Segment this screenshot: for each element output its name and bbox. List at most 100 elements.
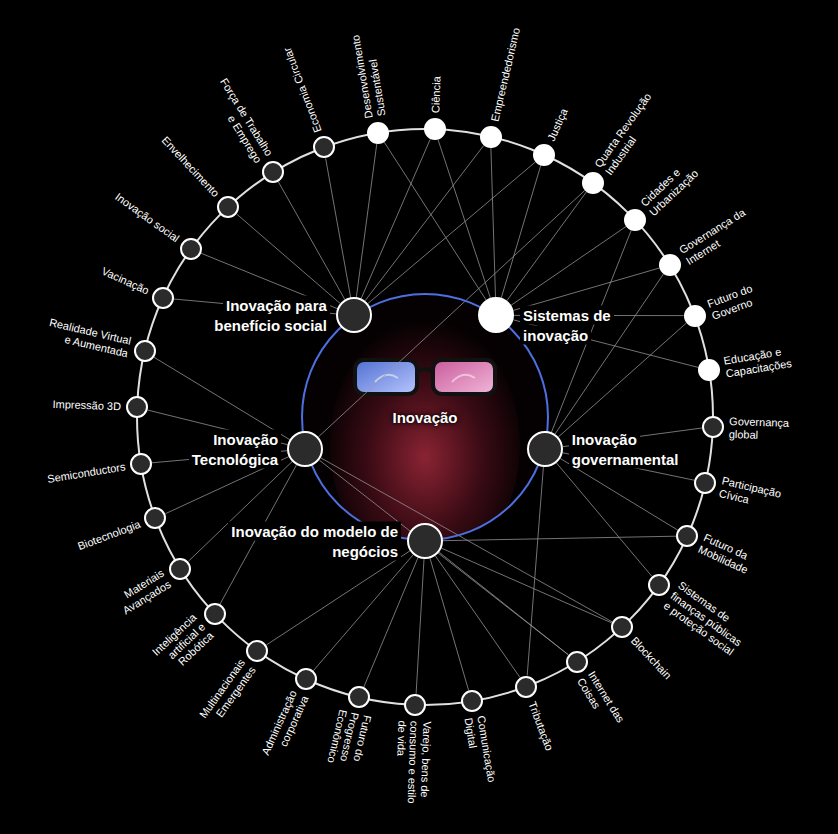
- hub-label-box: Inovação Tecnológica: [156, 430, 281, 469]
- topic-node: Impressão 3D: [126, 396, 148, 418]
- connector-line: [501, 165, 541, 298]
- topic-node: Educação e Capacitações: [698, 359, 720, 381]
- topic-node: Biotecnologia: [144, 507, 166, 529]
- topic-label: Empreendedorismo: [488, 32, 521, 123]
- topic-label: Envelhecimento: [151, 125, 222, 199]
- connector-line: [442, 548, 612, 623]
- connector-line: [435, 556, 520, 678]
- hub-label: Inovação para benefício social: [211, 296, 330, 335]
- connector-line: [266, 551, 410, 645]
- topic-node: Materiais Avançados: [169, 558, 191, 580]
- topic-label: Cidades e Urbanização: [638, 139, 721, 219]
- topic-node: Economia Circular: [313, 136, 335, 158]
- topic-label: Governança da Internet: [677, 198, 767, 267]
- topic-label: Comunicação Digital: [462, 715, 502, 808]
- hub-node: Inovação para benefício social: [336, 297, 372, 333]
- topic-node: Quarta Revolução Industrial: [582, 172, 604, 194]
- glasses-bridge: [417, 369, 433, 372]
- hub-node: Inovação Tecnológica: [287, 431, 323, 467]
- topic-node: Futuro da Mobilidade: [676, 525, 698, 547]
- topic-node: Inteligência artificial e Robótica: [204, 603, 226, 625]
- glasses-lens: [433, 360, 495, 394]
- hub-node: Inovação governamental: [527, 431, 563, 467]
- topic-label: Inovação social: [101, 182, 182, 245]
- topic-label: Administração corporativa: [251, 689, 311, 781]
- topic-label: Multinacionais Emergentes: [185, 657, 258, 745]
- topic-label: Governança global: [728, 414, 819, 442]
- connector-line: [237, 214, 341, 304]
- topic-label: Inteligência artificial e Robótica: [124, 611, 216, 700]
- connector-line: [513, 268, 659, 310]
- connector-line: [439, 552, 568, 655]
- topic-node: Governança da Internet: [659, 254, 681, 276]
- connector-line: [555, 274, 664, 434]
- topic-node: Cidades e Urbanização: [624, 209, 646, 231]
- center-circle: Inovação: [301, 293, 549, 541]
- topic-label: Internet das Coisas: [575, 669, 644, 759]
- connector-line: [527, 467, 543, 676]
- hub-label: Sistemas de inovação: [520, 306, 614, 345]
- topic-label: Blockchain: [628, 635, 699, 709]
- connector-line: [556, 463, 652, 577]
- topic-node: Administração corporativa: [295, 668, 317, 690]
- connector-line: [356, 144, 377, 298]
- connector-line: [326, 158, 351, 298]
- topic-node: Multinacionais Emergentes: [246, 640, 268, 662]
- connector-line: [507, 192, 587, 301]
- topic-label: Realidade Virtual e Aumentada: [38, 315, 131, 360]
- hub-label-box: Inovação governamental: [569, 430, 694, 469]
- topic-node: Empreendedorismo: [480, 126, 502, 148]
- connector-line: [368, 162, 536, 304]
- hub-node: Sistemas de inovação: [478, 297, 514, 333]
- topic-node: Vacinação: [152, 287, 174, 309]
- connector-line: [384, 142, 486, 300]
- hub-label: Inovação Tecnológica: [189, 430, 281, 469]
- connector-line: [188, 462, 292, 562]
- hub-label-box: Inovação para benefício social: [180, 296, 330, 335]
- topic-label: Futuro da Mobilidade: [697, 531, 789, 591]
- topic-node: Futuro do Governo: [684, 305, 706, 327]
- topic-node: Envelhecimento: [217, 196, 239, 218]
- topic-node: Futuro do Progresso Econômico: [348, 686, 370, 708]
- topic-label: Biotecnologia: [54, 518, 143, 561]
- topic-node: Internet das Coisas: [566, 651, 588, 673]
- topic-node: Governança global: [702, 416, 724, 438]
- connector-line: [430, 558, 469, 690]
- lens-glare: [452, 375, 475, 382]
- topic-node: Ciência: [424, 118, 446, 140]
- topic-node: Tributação: [515, 676, 537, 698]
- topic-label: Ciência: [429, 23, 445, 113]
- connector-line: [154, 357, 290, 440]
- topic-node: Blockchain: [611, 616, 633, 638]
- topic-node: Participação Cívica: [694, 472, 716, 494]
- topic-node: Semiconductors: [130, 453, 152, 475]
- connector-line: [438, 140, 491, 299]
- topic-label: Quarta Revolução Industrial: [592, 89, 665, 177]
- connector-line: [416, 559, 424, 694]
- topic-label: Vacinação: [64, 248, 151, 297]
- topic-label: Sistemas de finanças públicas e proteção…: [661, 579, 756, 662]
- outer-ring: [137, 129, 713, 705]
- hub-label-box: Inovação do modelo de negócios: [171, 522, 401, 561]
- connector-line: [278, 182, 345, 300]
- topic-label: Futuro do Governo: [705, 267, 798, 322]
- topic-node: Força de Trabalho e Emprego: [262, 161, 284, 183]
- topic-label: Tributação: [526, 699, 569, 788]
- hub-label-box: Sistemas de inovação: [520, 306, 650, 345]
- topic-label: Justiça: [545, 56, 594, 143]
- topic-label: Participação Cívica: [718, 474, 811, 519]
- connector-line: [443, 536, 676, 541]
- hub-node: Inovação do modelo de negócios: [407, 523, 443, 559]
- topic-label: Força de Trabalho e Emprego: [206, 76, 275, 166]
- topic-label: Futuro do Progresso Econômico: [317, 709, 374, 805]
- topic-label: Semiconductors: [35, 460, 126, 487]
- topic-label: Varejo, bens de consumo e estilo de vida: [393, 720, 434, 811]
- center-label: Inovação: [392, 409, 457, 426]
- connector-line: [361, 139, 430, 299]
- hub-label: Inovação do modelo de negócios: [228, 522, 401, 561]
- glasses-lens: [355, 360, 417, 394]
- topic-node: Desenvolvimento Sustentável: [367, 122, 389, 144]
- connector-line: [511, 226, 626, 305]
